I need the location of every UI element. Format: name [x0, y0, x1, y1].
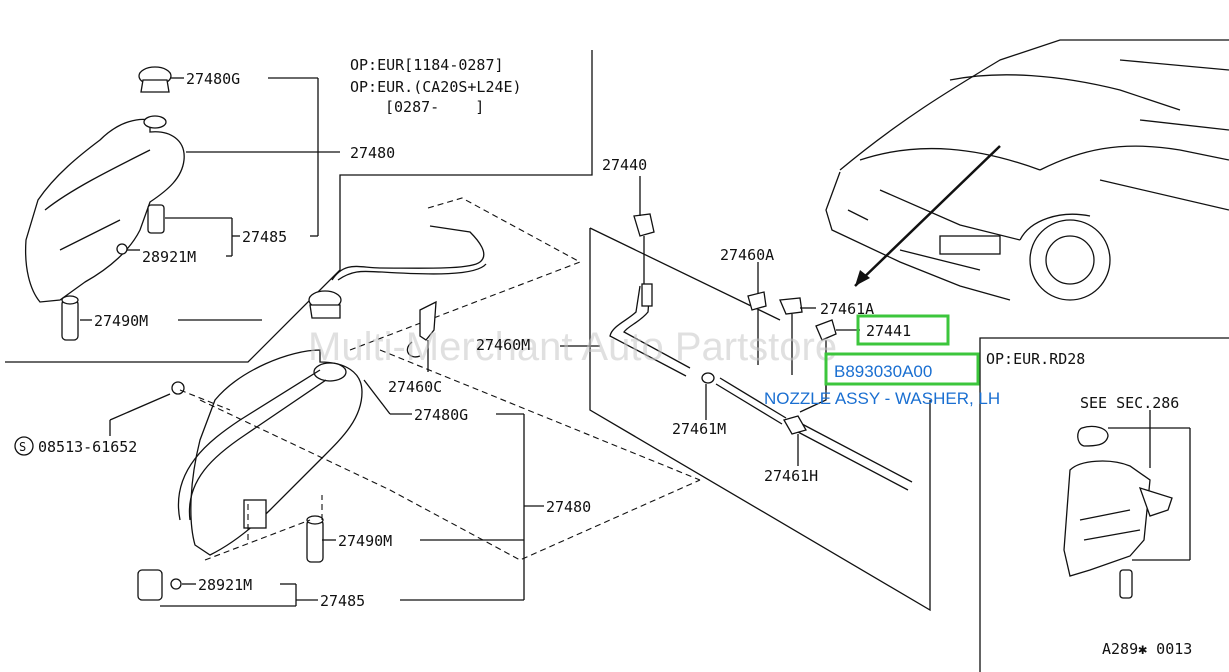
- part-label-27485-top[interactable]: 27485: [242, 228, 287, 246]
- part-label-27490M-top[interactable]: 27490M: [94, 312, 148, 330]
- hose-panel-outline: [589, 227, 931, 612]
- part-label-28921M-bottom[interactable]: 28921M: [198, 576, 252, 594]
- note-op-eur-rd28: OP:EUR.RD28: [986, 350, 1085, 368]
- vehicle-front-icon: [825, 39, 1229, 301]
- part-label-27461M[interactable]: 27461M: [672, 420, 726, 438]
- part-label-27460A[interactable]: 27460A: [720, 246, 774, 264]
- highlight-part-number[interactable]: B893030A00: [834, 362, 932, 381]
- part-label-27460M[interactable]: 27460M: [476, 336, 530, 354]
- bottom-left-leaders: [109, 379, 544, 607]
- part-label-27461A[interactable]: 27461A: [820, 300, 874, 318]
- note-op-eur-2: OP:EUR.(CA20S+L24E): [350, 78, 522, 96]
- reservoir-tank-lower-icon: [137, 225, 487, 601]
- highlight-box-part-number[interactable]: [824, 352, 980, 386]
- bolt-prefix: S: [19, 440, 26, 454]
- washer-hose-assembly-icon: [609, 213, 913, 491]
- highlight-description[interactable]: NOZZLE ASSY - WASHER, LH: [764, 389, 1000, 408]
- part-label-27480G-bottom[interactable]: 27480G: [414, 406, 468, 424]
- top-left-leaders: [80, 77, 340, 321]
- part-label-27441[interactable]: 27441: [866, 322, 911, 340]
- part-label-27490M-bottom[interactable]: 27490M: [338, 532, 392, 550]
- note-op-eur-1: OP:EUR[1184-0287]: [350, 56, 504, 74]
- part-label-27485-bottom[interactable]: 27485: [320, 592, 365, 610]
- part-label-27440[interactable]: 27440: [602, 156, 647, 174]
- part-label-27460C[interactable]: 27460C: [388, 378, 442, 396]
- note-op-eur-3: [0287- ]: [385, 98, 484, 116]
- part-label-27480G-top[interactable]: 27480G: [186, 70, 240, 88]
- clip-27460c-icon: [406, 300, 437, 372]
- part-label-27480-bottom[interactable]: 27480: [546, 498, 591, 516]
- part-label-27480-top[interactable]: 27480: [350, 144, 395, 162]
- top-left-frame: [5, 50, 593, 363]
- part-label-28921M-top[interactable]: 28921M: [142, 248, 196, 266]
- part-label-27461H[interactable]: 27461H: [764, 467, 818, 485]
- highlight-box-27441[interactable]: [856, 314, 950, 346]
- figure-code: A289✱ 0013: [1102, 640, 1192, 658]
- reservoir-rd28-icon: [1063, 410, 1191, 599]
- part-label-bolt[interactable]: 08513-61652: [38, 438, 137, 456]
- inset-box-rd28: [979, 337, 1229, 672]
- note-see-sec: SEE SEC.286: [1080, 394, 1179, 412]
- reservoir-tank-upper-icon: [24, 66, 185, 341]
- watermark: Multi-Merchant Auto Partstore: [308, 325, 837, 369]
- dashed-outlines: [179, 197, 701, 561]
- bolt-symbol-icon: [14, 436, 34, 456]
